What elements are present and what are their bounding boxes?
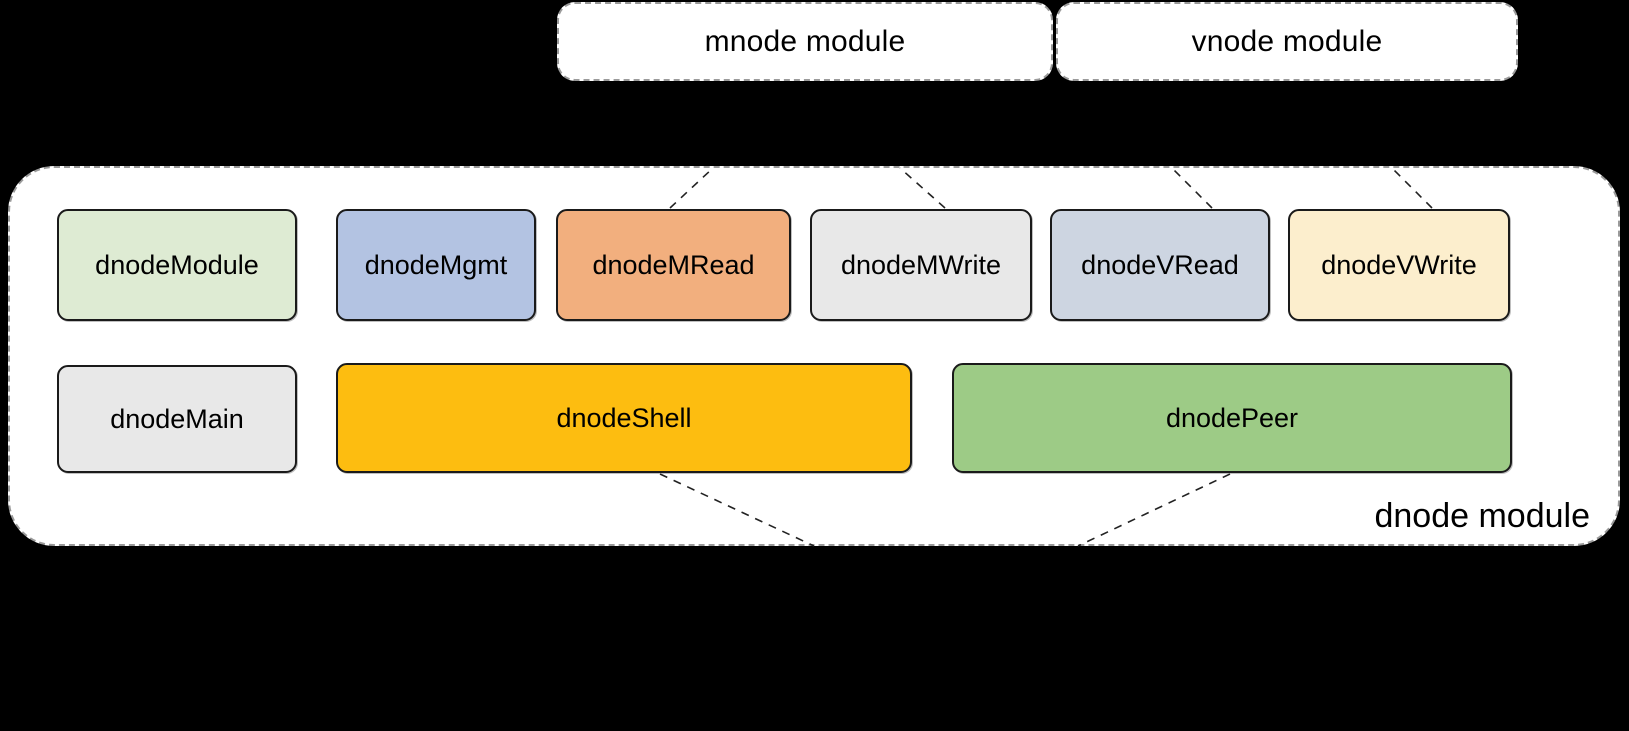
- vnode-module-container[interactable]: vnode module: [1056, 2, 1518, 81]
- node-dnodemain[interactable]: dnodeMain: [57, 365, 297, 473]
- mnode-module-label: mnode module: [704, 24, 906, 58]
- dnode-module-label: dnode module: [1374, 497, 1590, 535]
- node-dnodevread[interactable]: dnodeVRead: [1050, 209, 1270, 321]
- node-dnodemwrite[interactable]: dnodeMWrite: [810, 209, 1032, 321]
- node-dnodepeer[interactable]: dnodePeer: [952, 363, 1512, 473]
- node-label: dnodeVRead: [1081, 249, 1239, 280]
- node-label: dnodeMWrite: [840, 249, 1002, 280]
- node-label: dnodeVWrite: [1321, 249, 1477, 280]
- mnode-module-container[interactable]: mnode module: [557, 2, 1053, 81]
- node-label: dnodeMain: [110, 403, 244, 434]
- node-dnodemgmt[interactable]: dnodeMgmt: [336, 209, 536, 321]
- node-label: dnodeMRead: [592, 249, 755, 280]
- node-label: dnodeMgmt: [364, 249, 508, 280]
- node-label: dnodeShell: [556, 402, 692, 433]
- node-dnodemodule[interactable]: dnodeModule: [57, 209, 297, 321]
- node-dnodevwrite[interactable]: dnodeVWrite: [1288, 209, 1510, 321]
- node-dnodeshell[interactable]: dnodeShell: [336, 363, 912, 473]
- node-dnodemread[interactable]: dnodeMRead: [556, 209, 791, 321]
- node-label: dnodePeer: [1165, 402, 1299, 433]
- vnode-module-label: vnode module: [1191, 24, 1383, 58]
- node-label: dnodeModule: [95, 249, 259, 280]
